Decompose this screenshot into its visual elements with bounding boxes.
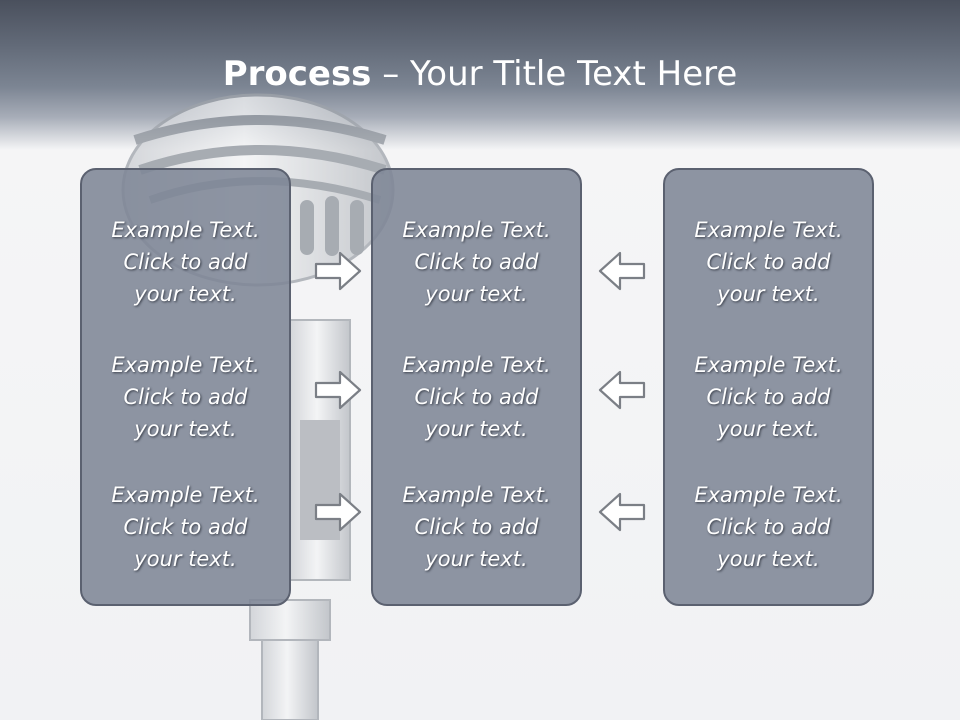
arrow-left-icon: [598, 370, 646, 410]
arrow-right-icon: [314, 492, 362, 532]
arrow-left-icon: [598, 492, 646, 532]
page-title: Process – Your Title Text Here: [0, 52, 960, 96]
arrow-right-icon: [314, 370, 362, 410]
arrow-left-icon: [598, 251, 646, 291]
title-bold: Process: [222, 54, 372, 94]
arrow-right-icon: [314, 251, 362, 291]
title-rest: – Your Title Text Here: [371, 54, 738, 94]
